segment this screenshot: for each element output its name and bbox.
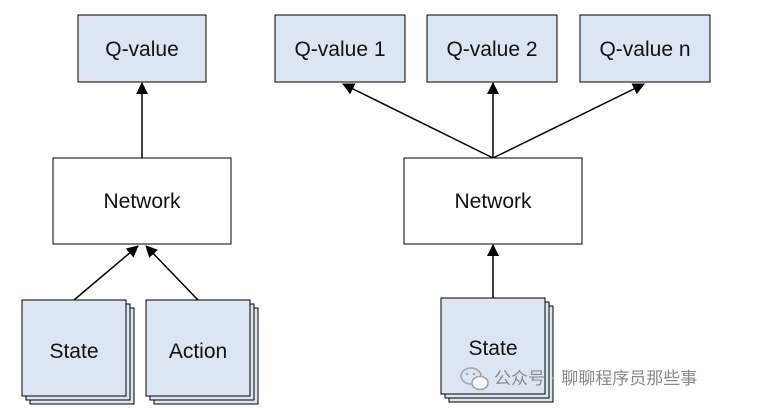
left-network-node: Network bbox=[52, 157, 232, 245]
right-q-value-n-node: Q-value n bbox=[579, 14, 711, 83]
left-diagram: Q-value Network State Action bbox=[21, 14, 259, 405]
right-diagram: Q-value 1 Q-value 2 Q-value n Network St… bbox=[274, 14, 711, 403]
left-q-value-label: Q-value bbox=[105, 38, 179, 61]
right-network-label: Network bbox=[454, 190, 532, 213]
wechat-icon bbox=[460, 367, 489, 391]
watermark: 公众号 · 聊聊程序员那些事 bbox=[460, 367, 697, 391]
left-arrow-action-to-network bbox=[145, 245, 199, 301]
right-q-value-2-label: Q-value 2 bbox=[446, 38, 537, 61]
left-action-label: Action bbox=[169, 340, 227, 363]
right-arrow-network-to-qvalue-n bbox=[492, 83, 645, 159]
right-network-node: Network bbox=[403, 157, 583, 245]
right-q-value-2-node: Q-value 2 bbox=[426, 14, 558, 83]
right-state-node: State bbox=[440, 297, 554, 403]
right-q-value-1-label: Q-value 1 bbox=[294, 38, 385, 61]
right-arrow-network-to-qvalue-1 bbox=[342, 83, 494, 159]
right-state-label: State bbox=[468, 337, 517, 360]
watermark-text: 公众号 · 聊聊程序员那些事 bbox=[494, 369, 697, 389]
right-q-value-n-label: Q-value n bbox=[599, 38, 690, 61]
left-network-label: Network bbox=[103, 190, 181, 213]
left-q-value-node: Q-value bbox=[77, 14, 207, 83]
left-action-node: Action bbox=[145, 299, 259, 405]
left-arrow-state-to-network bbox=[73, 245, 139, 301]
left-state-node: State bbox=[21, 299, 135, 405]
right-q-value-1-node: Q-value 1 bbox=[274, 14, 406, 83]
left-state-label: State bbox=[49, 340, 98, 363]
